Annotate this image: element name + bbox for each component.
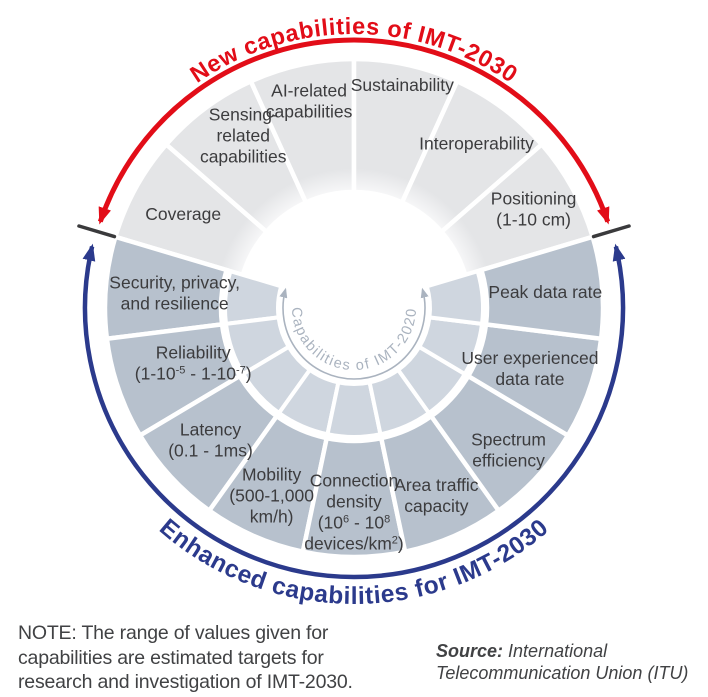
note-line: NOTE: The range of values given for	[18, 622, 329, 644]
source-prefix: Source:	[436, 641, 504, 661]
right-boundary-tick	[591, 224, 631, 239]
segment-label-sustainability: Sustainability	[351, 75, 454, 95]
source-line: Source: International	[436, 641, 608, 661]
source-text: Source: International Telecommunication …	[436, 640, 688, 684]
segment-sustainability	[351, 56, 461, 206]
segment-label-coverage: Coverage	[145, 204, 221, 224]
segment-label-reliability: Reliability(1-10-5 - 1-10-7)	[135, 343, 252, 384]
imt-2020-center-label: Capabilities of IMT-2020	[288, 307, 420, 375]
segment-label-latency: Latency(0.1 - 1ms)	[168, 420, 253, 461]
segment-ai-related-capabilities	[247, 56, 357, 206]
segment-label-interoperability: Interoperability	[419, 134, 534, 154]
imt-2020-inner-ring	[223, 268, 485, 439]
note-line: capabilities are estimated targets for	[18, 646, 324, 669]
note-text: NOTE: The range of values given for capa…	[18, 621, 353, 695]
source-line: Telecommunication Union (ITU)	[436, 663, 689, 683]
new-capabilities-arrow-arc	[97, 37, 611, 225]
enhanced-capabilities-arrow-arc	[82, 243, 626, 580]
enhanced-capabilities-ring	[102, 234, 606, 560]
segment-label-positioning: Positioning(1-10 cm)	[491, 189, 577, 230]
note-line: research and investigation of IMT-2030.	[18, 671, 353, 693]
segment-label-security-privacy-resilience: Security, privacy,and resilience	[109, 273, 240, 314]
imt-2020-circle-arrow-arc	[279, 287, 429, 380]
segment-peak-data-rate-inner	[424, 268, 485, 327]
segment-label-peak-data-rate: Peak data rate	[488, 282, 602, 302]
left-boundary-tick	[77, 224, 117, 239]
